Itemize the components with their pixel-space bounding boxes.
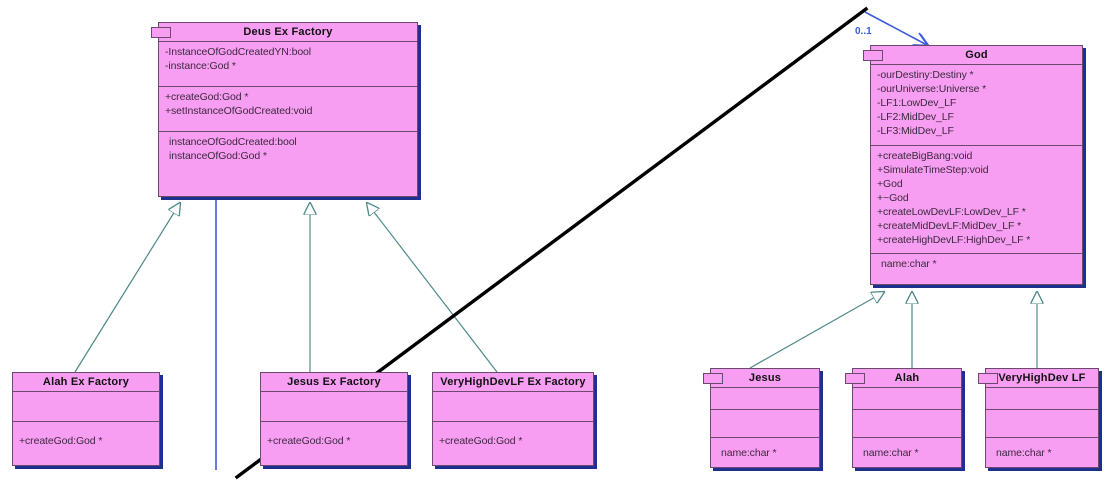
operation-compartment: +createBigBang:void +SimulateTimeStep:vo… bbox=[871, 146, 1082, 254]
extra-compartment: name:char * bbox=[711, 438, 819, 467]
class-jesus[interactable]: Jesus name:char * bbox=[703, 368, 820, 468]
class-title: Alah bbox=[853, 369, 961, 388]
extra-compartment: name:char * bbox=[871, 254, 1082, 284]
operation-compartment: +createGod:God * +setInstanceOfGodCreate… bbox=[159, 87, 417, 132]
attribute-item: -ourDestiny:Destiny * bbox=[877, 69, 974, 81]
operation-item: +createGod:God * bbox=[439, 435, 523, 447]
attribute-item: -LF2:MidDev_LF bbox=[877, 111, 954, 123]
class-title: VeryHighDev LF bbox=[986, 369, 1098, 388]
operation-item: +~God bbox=[877, 192, 909, 204]
class-veryhighdev-lf[interactable]: VeryHighDev LF name:char * bbox=[978, 368, 1099, 468]
attribute-item: -LF1:LowDev_LF bbox=[877, 97, 957, 109]
class-jesus-ex-factory[interactable]: Jesus Ex Factory +createGod:God * bbox=[260, 372, 408, 466]
operation-item: +createLowDevLF:LowDev_LF * bbox=[877, 206, 1026, 218]
operation-compartment: +createGod:God * bbox=[13, 422, 159, 466]
attribute-compartment: -InstanceOfGodCreatedYN:bool -instance:G… bbox=[159, 42, 417, 87]
operation-compartment: +createGod:God * bbox=[433, 422, 593, 466]
operation-item: +createMidDevLF:MidDev_LF * bbox=[877, 220, 1022, 232]
operation-compartment bbox=[853, 410, 961, 438]
extra-compartment: instanceOfGodCreated:bool instanceOfGod:… bbox=[159, 132, 417, 177]
empty-compartment bbox=[267, 395, 407, 418]
class-marker-icon bbox=[978, 373, 998, 384]
operation-item: +createBigBang:void bbox=[877, 150, 973, 162]
class-alah[interactable]: Alah name:char * bbox=[845, 368, 962, 468]
extra-item: instanceOfGodCreated:bool bbox=[169, 136, 297, 148]
empty-compartment bbox=[439, 395, 593, 418]
extra-compartment: name:char * bbox=[986, 438, 1098, 467]
generalization-veryhighdevlf-factory-to-deus bbox=[367, 203, 498, 373]
class-title: Deus Ex Factory bbox=[159, 23, 417, 42]
operation-item: +createGod:God * bbox=[267, 435, 351, 447]
extra-compartment: name:char * bbox=[853, 438, 961, 467]
attribute-item: -instance:God * bbox=[165, 60, 236, 72]
association-multiplicity-label: 0..1 bbox=[855, 26, 872, 37]
attribute-compartment bbox=[711, 388, 819, 410]
operation-item: +God bbox=[877, 178, 903, 190]
attribute-compartment: -ourDestiny:Destiny * -ourUniverse:Unive… bbox=[871, 65, 1082, 146]
class-title: Jesus Ex Factory bbox=[261, 373, 407, 392]
attribute-compartment bbox=[986, 388, 1098, 410]
operation-item: +setInstanceOfGodCreated:void bbox=[165, 105, 313, 117]
extra-item: name:char * bbox=[881, 258, 937, 270]
class-marker-icon bbox=[151, 27, 171, 38]
operation-item: +createGod:God * bbox=[19, 435, 103, 447]
attribute-item: -InstanceOfGodCreatedYN:bool bbox=[165, 46, 312, 58]
operation-compartment bbox=[986, 410, 1098, 438]
attribute-item: -LF3:MidDev_LF bbox=[877, 125, 954, 137]
operation-item: +createGod:God * bbox=[165, 91, 249, 103]
class-deus-ex-factory[interactable]: Deus Ex Factory -InstanceOfGodCreatedYN:… bbox=[151, 22, 418, 197]
generalization-alah-factory-to-deus bbox=[74, 203, 180, 373]
empty-compartment bbox=[19, 395, 159, 418]
operation-item: +SimulateTimeStep:void bbox=[877, 164, 989, 176]
generalization-jesus-to-god bbox=[749, 292, 884, 369]
empty-compartment bbox=[859, 413, 961, 434]
operation-compartment: +createGod:God * bbox=[261, 422, 407, 466]
operation-compartment bbox=[711, 410, 819, 438]
attribute-item: -ourUniverse:Universe * bbox=[877, 83, 987, 95]
empty-compartment bbox=[717, 413, 819, 434]
empty-compartment bbox=[859, 391, 961, 406]
class-veryhighdevlf-ex-factory[interactable]: VeryHighDevLF Ex Factory +createGod:God … bbox=[432, 372, 594, 466]
extra-item: name:char * bbox=[721, 447, 777, 459]
class-marker-icon bbox=[845, 373, 865, 384]
class-marker-icon bbox=[863, 50, 883, 61]
class-alah-ex-factory[interactable]: Alah Ex Factory +createGod:God * bbox=[12, 372, 160, 466]
extra-item: instanceOfGod:God * bbox=[169, 150, 267, 162]
empty-compartment bbox=[992, 413, 1098, 434]
class-title: God bbox=[871, 46, 1082, 65]
attribute-compartment bbox=[261, 392, 407, 422]
attribute-compartment bbox=[13, 392, 159, 422]
extra-item: name:char * bbox=[863, 447, 919, 459]
attribute-compartment bbox=[853, 388, 961, 410]
class-title: Jesus bbox=[711, 369, 819, 388]
extra-item: name:char * bbox=[996, 447, 1052, 459]
empty-compartment bbox=[717, 391, 819, 406]
class-title: VeryHighDevLF Ex Factory bbox=[433, 373, 593, 392]
class-god[interactable]: God -ourDestiny:Destiny * -ourUniverse:U… bbox=[863, 45, 1083, 285]
operation-item: +createHighDevLF:HighDev_LF * bbox=[877, 234, 1031, 246]
class-title: Alah Ex Factory bbox=[13, 373, 159, 392]
class-marker-icon bbox=[703, 373, 723, 384]
empty-compartment bbox=[992, 391, 1098, 406]
attribute-compartment bbox=[433, 392, 593, 422]
